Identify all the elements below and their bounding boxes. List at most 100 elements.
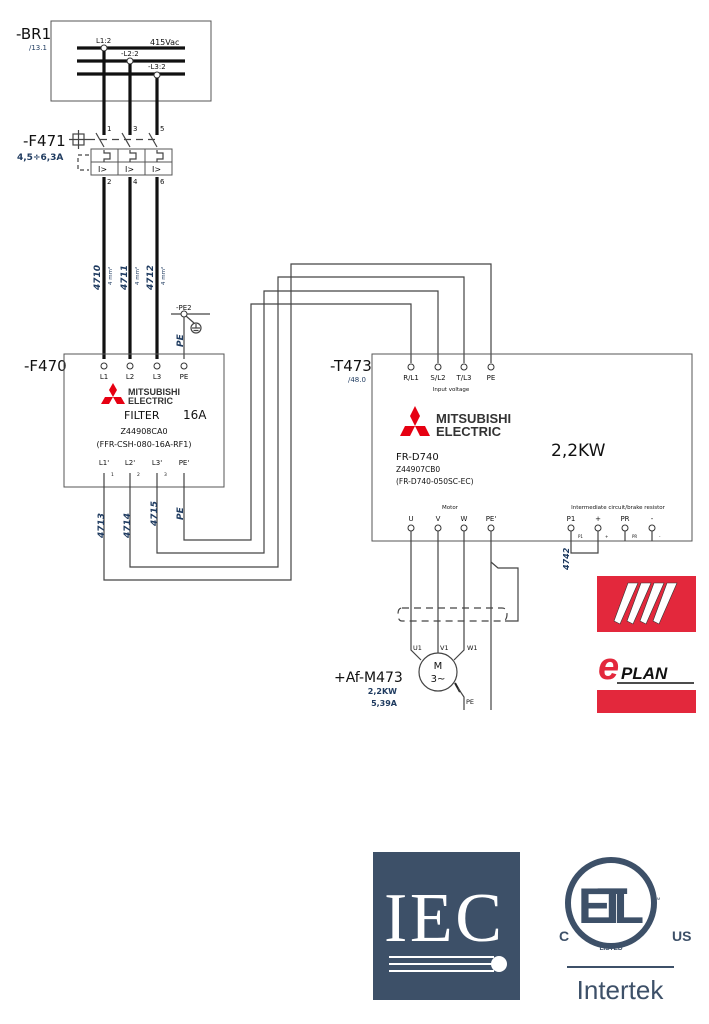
terminal-label: T/L3 <box>456 374 472 382</box>
cable-shield <box>397 607 508 622</box>
brake-caption: Intermediate circuit/brake resistor <box>571 505 666 511</box>
terminal[interactable] <box>100 362 108 370</box>
pin-number: 1 <box>111 472 114 478</box>
inverter-part-no: Z44907CB0 <box>396 465 440 474</box>
terminal[interactable] <box>407 363 415 371</box>
switch-contact <box>95 132 105 148</box>
eplan-logo: e PLAN <box>597 576 696 713</box>
br1-device: -BR1 /13.1 415Vac L1:2 -L2:2 -L3:2 <box>16 20 212 102</box>
terminal[interactable] <box>126 362 134 370</box>
br1-connection-point[interactable] <box>100 44 108 52</box>
terminal[interactable] <box>180 362 188 370</box>
t473-device: -T473 /48.0 R/L1 S/L2 T/L3 PE Input volt… <box>330 353 693 542</box>
intertek-text: Intertek <box>577 975 665 1005</box>
wire-w[interactable] <box>453 531 465 661</box>
pin-number: 3 <box>164 472 167 478</box>
f471-pin-4: 4 <box>133 178 138 186</box>
bridge-wire-4742[interactable] <box>570 531 599 554</box>
brand-line2: ELECTRIC <box>128 396 174 406</box>
thermal-element-icon <box>103 150 111 162</box>
switch-contact <box>121 132 131 148</box>
filter-part-no: Z44908CA0 <box>120 427 167 436</box>
f471-pin-1: 1 <box>107 125 111 133</box>
trip-symbol: I> <box>98 165 107 174</box>
filter-current: 16A <box>183 408 207 422</box>
eplan-stripes-icon <box>613 582 678 625</box>
wire-pe-link[interactable] <box>183 303 412 541</box>
br1-connection-point[interactable] <box>126 57 134 65</box>
wire-u[interactable] <box>410 531 422 661</box>
terminal-label: L2 <box>126 373 134 381</box>
terminal-label: P1 <box>567 515 576 523</box>
terminal-label: U <box>408 515 413 523</box>
manual-operator-icon <box>69 130 88 149</box>
t473-frame <box>371 353 693 542</box>
terminal-label: PE' <box>486 515 497 523</box>
motor-terminal-label: V1 <box>440 644 449 652</box>
pe2-ground: -PE2 PE <box>171 304 210 359</box>
f471-rating: 4,5÷6,3A <box>17 153 63 163</box>
br1-ref: /13.1 <box>29 44 47 52</box>
brand-line1: MITSUBISHI <box>128 387 180 397</box>
br1-connection-point[interactable] <box>153 71 161 79</box>
etl-c: C <box>559 928 569 944</box>
etl-listed-logo: ETL C US LISTED CM Intertek <box>559 857 691 1005</box>
motor-terminal-label: U1 <box>413 644 422 652</box>
thermal-element-icon <box>129 150 137 162</box>
wire-4715[interactable] <box>156 290 439 554</box>
terminal-label: L1' <box>99 459 109 467</box>
terminal-label: PR <box>620 515 629 523</box>
terminal[interactable] <box>621 524 629 532</box>
wire-number: 4714 <box>123 513 133 539</box>
f471-device: -F471 4,5÷6,3A 1 3 5 I> I> I> 2 4 6 <box>17 125 173 186</box>
etl-mark: ETL <box>578 878 644 934</box>
f471-pin-5: 5 <box>160 125 164 133</box>
pin-number: 2 <box>137 472 140 478</box>
inverter-full-model: (FR-D740-050SC-EC) <box>396 477 474 486</box>
wire-4713[interactable] <box>103 263 492 581</box>
iec-logo: IEC <box>373 852 520 1000</box>
wire-number: 4713 <box>97 513 107 539</box>
iec-text: IEC <box>384 880 502 957</box>
terminal[interactable] <box>594 524 602 532</box>
terminal-label: L2' <box>125 459 135 467</box>
terminal[interactable] <box>567 524 575 532</box>
wire-4714[interactable] <box>129 276 465 568</box>
br1-terminal-l3: -L3:2 <box>148 63 166 71</box>
switch-contact <box>148 132 158 148</box>
terminal[interactable] <box>460 524 468 532</box>
terminal-label: - <box>651 515 654 523</box>
f471-pin-3: 3 <box>133 125 137 133</box>
wire-section: 4 mm² <box>134 267 141 285</box>
br1-terminal-l2: -L2:2 <box>121 50 139 58</box>
motor-symbol-icon[interactable] <box>418 652 458 692</box>
terminal[interactable] <box>487 524 495 532</box>
terminal-label: PE <box>180 373 189 381</box>
terminal[interactable] <box>648 524 656 532</box>
terminal-label: V <box>436 515 441 523</box>
br1-tag: -BR1 <box>16 25 51 43</box>
wire-section: 4 mm² <box>107 267 114 285</box>
brand-line1: MITSUBISHI <box>436 411 511 426</box>
terminal[interactable] <box>434 363 442 371</box>
pin-number: - <box>659 534 661 539</box>
f471-pin-2: 2 <box>107 178 111 186</box>
wire-number: PE <box>176 506 186 520</box>
trip-link <box>77 154 89 171</box>
terminal-label: R/L1 <box>403 374 419 382</box>
shield-link <box>490 561 519 622</box>
terminal[interactable] <box>407 524 415 532</box>
wire-section: 4 mm² <box>160 267 167 285</box>
terminal[interactable] <box>434 524 442 532</box>
filter-model: (FFR-CSH-080-16A-RF1) <box>97 440 192 449</box>
f470-tag: -F470 <box>24 357 67 375</box>
terminal[interactable] <box>153 362 161 370</box>
terminal[interactable] <box>460 363 468 371</box>
terminal-label: L3 <box>153 373 161 381</box>
etl-listed: LISTED <box>599 945 622 952</box>
pin-number: P1 <box>578 534 583 539</box>
motor-symbol-phase: 3~ <box>431 674 446 685</box>
trip-symbol: I> <box>152 165 161 174</box>
terminal[interactable] <box>487 363 495 371</box>
f471-pin-6: 6 <box>160 178 165 186</box>
